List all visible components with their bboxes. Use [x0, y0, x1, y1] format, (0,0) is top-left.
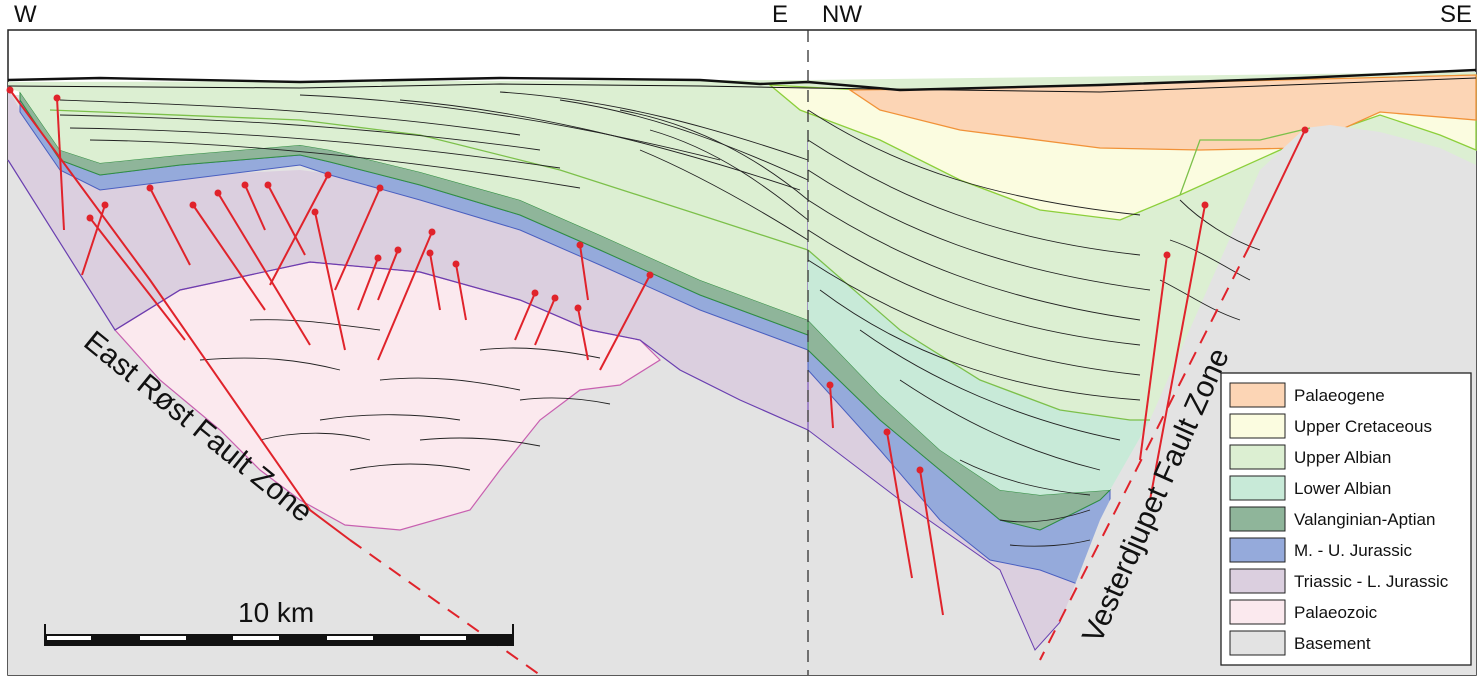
- albian-boundary-left: [49, 109, 809, 251]
- label-southeast: SE: [1440, 1, 1472, 28]
- legend-swatch: [1229, 630, 1286, 656]
- legend-label: Basement: [1294, 634, 1371, 653]
- fault-tips: [6, 86, 1309, 474]
- seafloor-line: [7, 68, 1477, 92]
- triassic-left: [8, 88, 808, 430]
- legend-label: Upper Cretaceous: [1294, 417, 1432, 436]
- legend-label: Triassic - L. Jurassic: [1294, 572, 1449, 591]
- legend-label: Lower Albian: [1294, 479, 1391, 498]
- legend-label: M. - U. Jurassic: [1294, 541, 1413, 560]
- label-northwest: NW: [822, 1, 862, 28]
- legend-label: Palaeozoic: [1294, 603, 1378, 622]
- lower-albian-right: [808, 250, 1150, 495]
- seafloor-line-2: [7, 77, 1477, 93]
- legend-label: Palaeogene: [1294, 386, 1385, 405]
- seismic-reflectors: [59, 91, 1261, 547]
- scale-bar: 10 km: [44, 597, 514, 646]
- label-west: W: [14, 1, 37, 28]
- legend-swatch: [1229, 475, 1286, 501]
- label-east: E: [772, 1, 788, 28]
- lower-albian-top-line: [807, 249, 1150, 421]
- upper-albian-top-line: [1179, 127, 1311, 196]
- scale-bar-label: 10 km: [238, 597, 314, 628]
- albian-left: [8, 80, 808, 320]
- legend-swatch: [1229, 382, 1286, 408]
- legend-swatch: [1229, 506, 1286, 532]
- legend-swatch: [1229, 568, 1286, 594]
- legend-label: Valanginian-Aptian: [1294, 510, 1435, 529]
- base-triassic-line: [7, 159, 809, 431]
- legend-swatch: [1229, 537, 1286, 563]
- legend-label: Upper Albian: [1294, 448, 1391, 467]
- legend-swatch: [1229, 444, 1286, 470]
- legend-swatch: [1229, 599, 1286, 625]
- legend-swatch: [1229, 413, 1286, 439]
- faults: [9, 89, 1306, 676]
